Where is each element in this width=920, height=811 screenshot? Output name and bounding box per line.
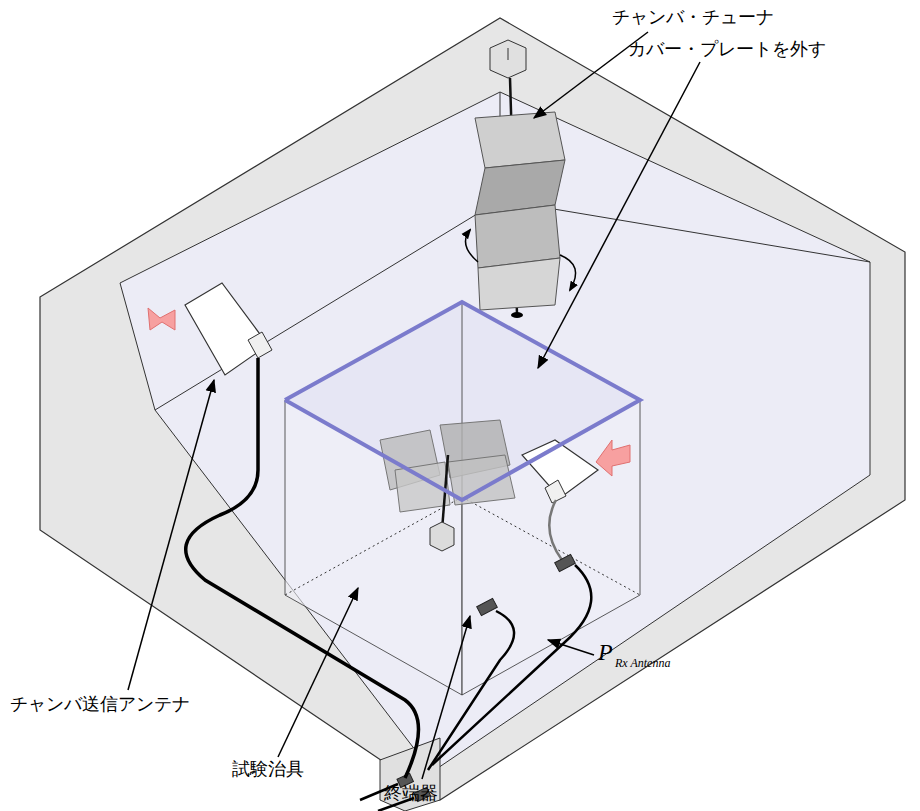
chamber-shell [40,18,905,800]
part-label: 終端器 [384,782,438,804]
leader-lines [128,32,700,779]
terminator [428,598,514,770]
part-label: 試験治具 [232,758,304,780]
inner-stirrer [380,420,515,551]
part-label: チャンバ・チューナ [612,6,774,28]
part-label: チャンバ送信アンテナ [10,693,190,715]
direction-arrow [148,308,175,330]
chamber-interior [120,92,870,772]
note-label: カバー・プレートを外す [628,38,826,60]
signal-subscript: Rx Antenna [615,656,670,670]
test-fixture [285,302,640,695]
chamber-tuner [466,40,576,318]
direction-arrow [596,440,630,476]
receive-antenna [522,440,630,572]
signal-name: P [598,638,613,667]
